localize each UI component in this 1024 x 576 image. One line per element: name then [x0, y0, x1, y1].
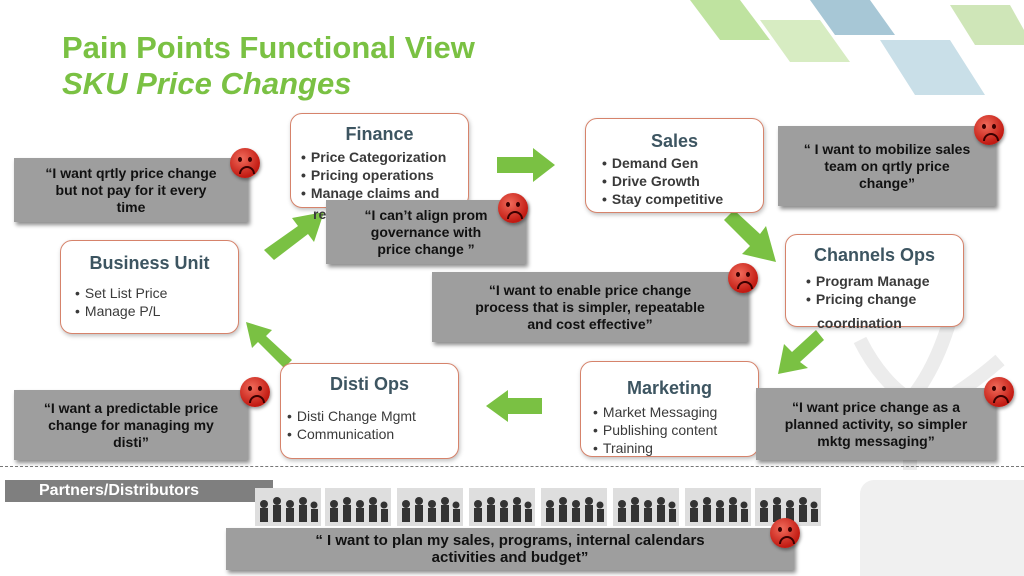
sad-face-icon — [984, 377, 1014, 407]
partners-label: Partners/Distributors — [5, 480, 273, 502]
channels-ops-box: Channels Ops Program Manage Pricing chan… — [785, 234, 964, 331]
page-subtitle: SKU Price Changes — [62, 66, 352, 101]
page-title: Pain Points Functional View SKU Price Ch… — [62, 30, 475, 101]
sales-item: Drive Growth — [602, 172, 763, 190]
disti-ops-box: Disti Ops Disti Change Mgmt Communicatio… — [280, 363, 459, 459]
sad-face-icon — [770, 518, 800, 548]
green-arrow-icon — [264, 212, 324, 260]
sales-quote: “ I want to mobilize sales team on qrtly… — [778, 126, 996, 206]
disti-ops-title: Disti Ops — [329, 374, 409, 394]
crowd-silhouette-icon — [397, 488, 463, 526]
business-unit-box: Business Unit Set List Price Manage P/L — [60, 240, 239, 334]
green-arrow-icon — [724, 210, 776, 262]
crowd-silhouette-icon — [541, 488, 607, 526]
sad-face-icon — [230, 148, 260, 178]
crowd-silhouette-icon — [685, 488, 751, 526]
finance-item: Price Categorization — [301, 148, 468, 166]
green-arrow-icon — [497, 148, 555, 182]
channels-ops-item: Program Manage — [806, 272, 963, 290]
channels-ops-title: Channels Ops — [813, 245, 936, 265]
marketing-item: Publishing content — [593, 421, 758, 439]
marketing-title: Marketing — [626, 378, 713, 398]
finance-title: Finance — [345, 124, 414, 144]
center-quote: “I want to enable price change process t… — [432, 272, 748, 342]
sad-face-icon — [974, 115, 1004, 145]
marketing-quote: “I want price change as a planned activi… — [756, 388, 996, 460]
crowd-silhouette-icon — [613, 488, 679, 526]
marketing-item: Training — [593, 439, 758, 457]
sales-box: Sales Demand Gen Drive Growth Stay compe… — [585, 118, 764, 213]
channels-ops-item-cont: coordination — [817, 315, 902, 331]
finance-item: Pricing operations — [301, 166, 468, 184]
bottom-panel-watermark — [860, 480, 1024, 576]
corner-decoration — [690, 0, 1024, 95]
marketing-item: Market Messaging — [593, 403, 758, 421]
finance-item-clipped: re — [313, 206, 327, 222]
sales-item: Stay competitive — [602, 190, 763, 208]
sad-face-icon — [498, 193, 528, 223]
business-unit-item: Manage P/L — [75, 302, 238, 320]
sales-item: Demand Gen — [602, 154, 763, 172]
crowd-silhouette-icon — [469, 488, 535, 526]
disti-ops-item: Communication — [287, 425, 458, 443]
crowd-silhouette-icon — [255, 488, 321, 526]
business-unit-title: Business Unit — [89, 253, 210, 273]
finance-box: Finance Price Categorization Pricing ope… — [290, 113, 469, 222]
green-arrow-icon — [486, 390, 542, 422]
partners-quote: “ I want to plan my sales, programs, int… — [226, 528, 794, 570]
marketing-box: Marketing Market Messaging Publishing co… — [580, 361, 759, 457]
finance-quote: “I can’t align prom governance with pric… — [326, 200, 526, 264]
sales-title: Sales — [650, 131, 699, 151]
business-unit-quote: “I want qrtly price change but not pay f… — [14, 158, 248, 222]
channels-ops-item: Pricing change — [806, 290, 963, 308]
disti-quote: “I want a predictable price change for m… — [14, 390, 248, 460]
green-arrow-icon — [246, 322, 292, 368]
crowd-silhouette-icon — [325, 488, 391, 526]
sad-face-icon — [728, 263, 758, 293]
finance-item: Manage claims and — [301, 184, 468, 202]
sad-face-icon — [240, 377, 270, 407]
section-divider — [0, 466, 1024, 467]
business-unit-item: Set List Price — [75, 284, 238, 302]
disti-ops-item: Disti Change Mgmt — [287, 407, 458, 425]
crowd-silhouette-icon — [755, 488, 821, 526]
green-arrow-icon — [778, 330, 824, 374]
